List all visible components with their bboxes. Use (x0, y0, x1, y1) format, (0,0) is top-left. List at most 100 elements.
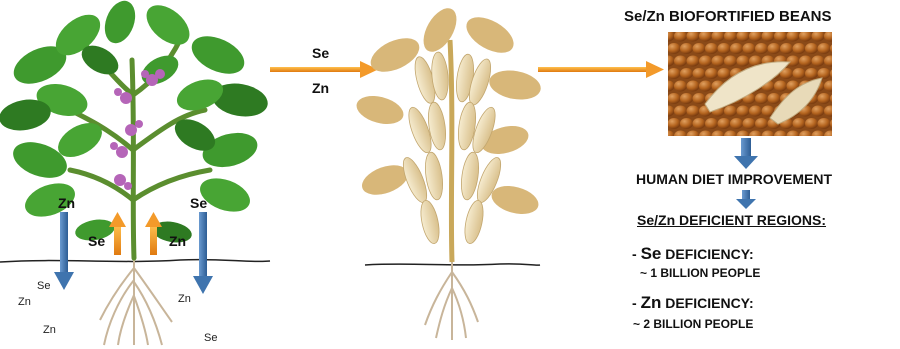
soil-label: Zn (43, 324, 56, 336)
bean (693, 68, 706, 79)
deficiency-suffix: DEFICIENCY: (661, 295, 753, 311)
bean (730, 43, 743, 54)
bean (830, 93, 843, 104)
bean (780, 43, 793, 54)
page-title: Se/Zn BIOFORTIFIED BEANS (624, 8, 832, 25)
down-right-label: Se (190, 195, 207, 211)
soil-label: Zn (178, 293, 191, 305)
bean (662, 31, 675, 42)
bean (805, 118, 818, 129)
bean (805, 43, 818, 54)
bean (693, 93, 706, 104)
soil-label: Zn (18, 296, 31, 308)
bean (680, 68, 693, 79)
se-deficiency-heading: - Se DEFICIENCY: (632, 244, 754, 264)
bean (712, 31, 725, 42)
bean (737, 31, 750, 42)
bean (680, 43, 693, 54)
bean (812, 106, 825, 117)
bean (812, 31, 825, 42)
bean (749, 31, 762, 42)
mature-plant (353, 3, 543, 340)
bean (830, 68, 843, 79)
bean (799, 56, 812, 67)
soil-label: Se (37, 280, 50, 292)
bean (768, 93, 781, 104)
bean (674, 106, 687, 117)
bean (705, 43, 718, 54)
bean (687, 106, 700, 117)
zn-deficiency-heading: - Zn DEFICIENCY: (632, 293, 754, 313)
plant-roots (100, 258, 172, 345)
bean (662, 106, 675, 117)
bean (737, 106, 750, 117)
bean (693, 118, 706, 129)
bean (818, 118, 831, 129)
bean (824, 56, 837, 67)
zn-deficiency-count: ~ 2 BILLION PEOPLE (633, 317, 753, 331)
bean (662, 56, 675, 67)
bean (824, 106, 837, 117)
zn-element-label: Zn (641, 293, 662, 312)
bean (687, 56, 700, 67)
up-left-label: Se (88, 233, 105, 249)
bean (799, 131, 812, 142)
bean (830, 43, 843, 54)
se-deficiency-count: ~ 1 BILLION PEOPLE (640, 266, 760, 280)
bean (818, 68, 831, 79)
bean (799, 31, 812, 42)
bean (718, 43, 731, 54)
bean (824, 131, 837, 142)
deficiency-prefix: - (632, 295, 641, 311)
bean (687, 31, 700, 42)
bean (712, 56, 725, 67)
bean (699, 56, 712, 67)
bean (762, 131, 775, 142)
bean (824, 31, 837, 42)
bean (687, 81, 700, 92)
bean (668, 93, 681, 104)
soil-label: Se (204, 332, 217, 344)
down-left-label: Zn (58, 195, 75, 211)
bean (768, 43, 781, 54)
bean (699, 31, 712, 42)
flow-arrow-1: Se Zn (270, 45, 378, 96)
bean (705, 68, 718, 79)
mature-stem (450, 40, 452, 262)
bean (787, 56, 800, 67)
deficiency-suffix: DEFICIENCY: (661, 246, 753, 262)
bean (793, 118, 806, 129)
bean (830, 118, 843, 129)
bean (674, 81, 687, 92)
bean (674, 131, 687, 142)
se-element-label: Se (641, 244, 662, 263)
bean (755, 118, 768, 129)
plant-flowers (110, 69, 165, 190)
bean (699, 81, 712, 92)
bean (793, 43, 806, 54)
bean (743, 43, 756, 54)
flow-zn-label: Zn (312, 80, 329, 96)
bean (787, 31, 800, 42)
bean (724, 31, 737, 42)
mature-roots (425, 262, 478, 340)
flow-arrow-2 (538, 61, 664, 78)
bean (668, 68, 681, 79)
bean (730, 118, 743, 129)
bean (787, 131, 800, 142)
bean (724, 131, 737, 142)
blue-arrow-down-left (54, 212, 74, 290)
bean (812, 56, 825, 67)
blue-arrow-down-right (193, 212, 213, 294)
bean (793, 68, 806, 79)
bean (818, 93, 831, 104)
bean (743, 118, 756, 129)
bean (705, 118, 718, 129)
orange-arrow-up-left (109, 212, 126, 255)
bean (824, 81, 837, 92)
flow-se-label: Se (312, 45, 329, 61)
bean (668, 118, 681, 129)
bean (712, 131, 725, 142)
bean (693, 43, 706, 54)
bean (755, 43, 768, 54)
